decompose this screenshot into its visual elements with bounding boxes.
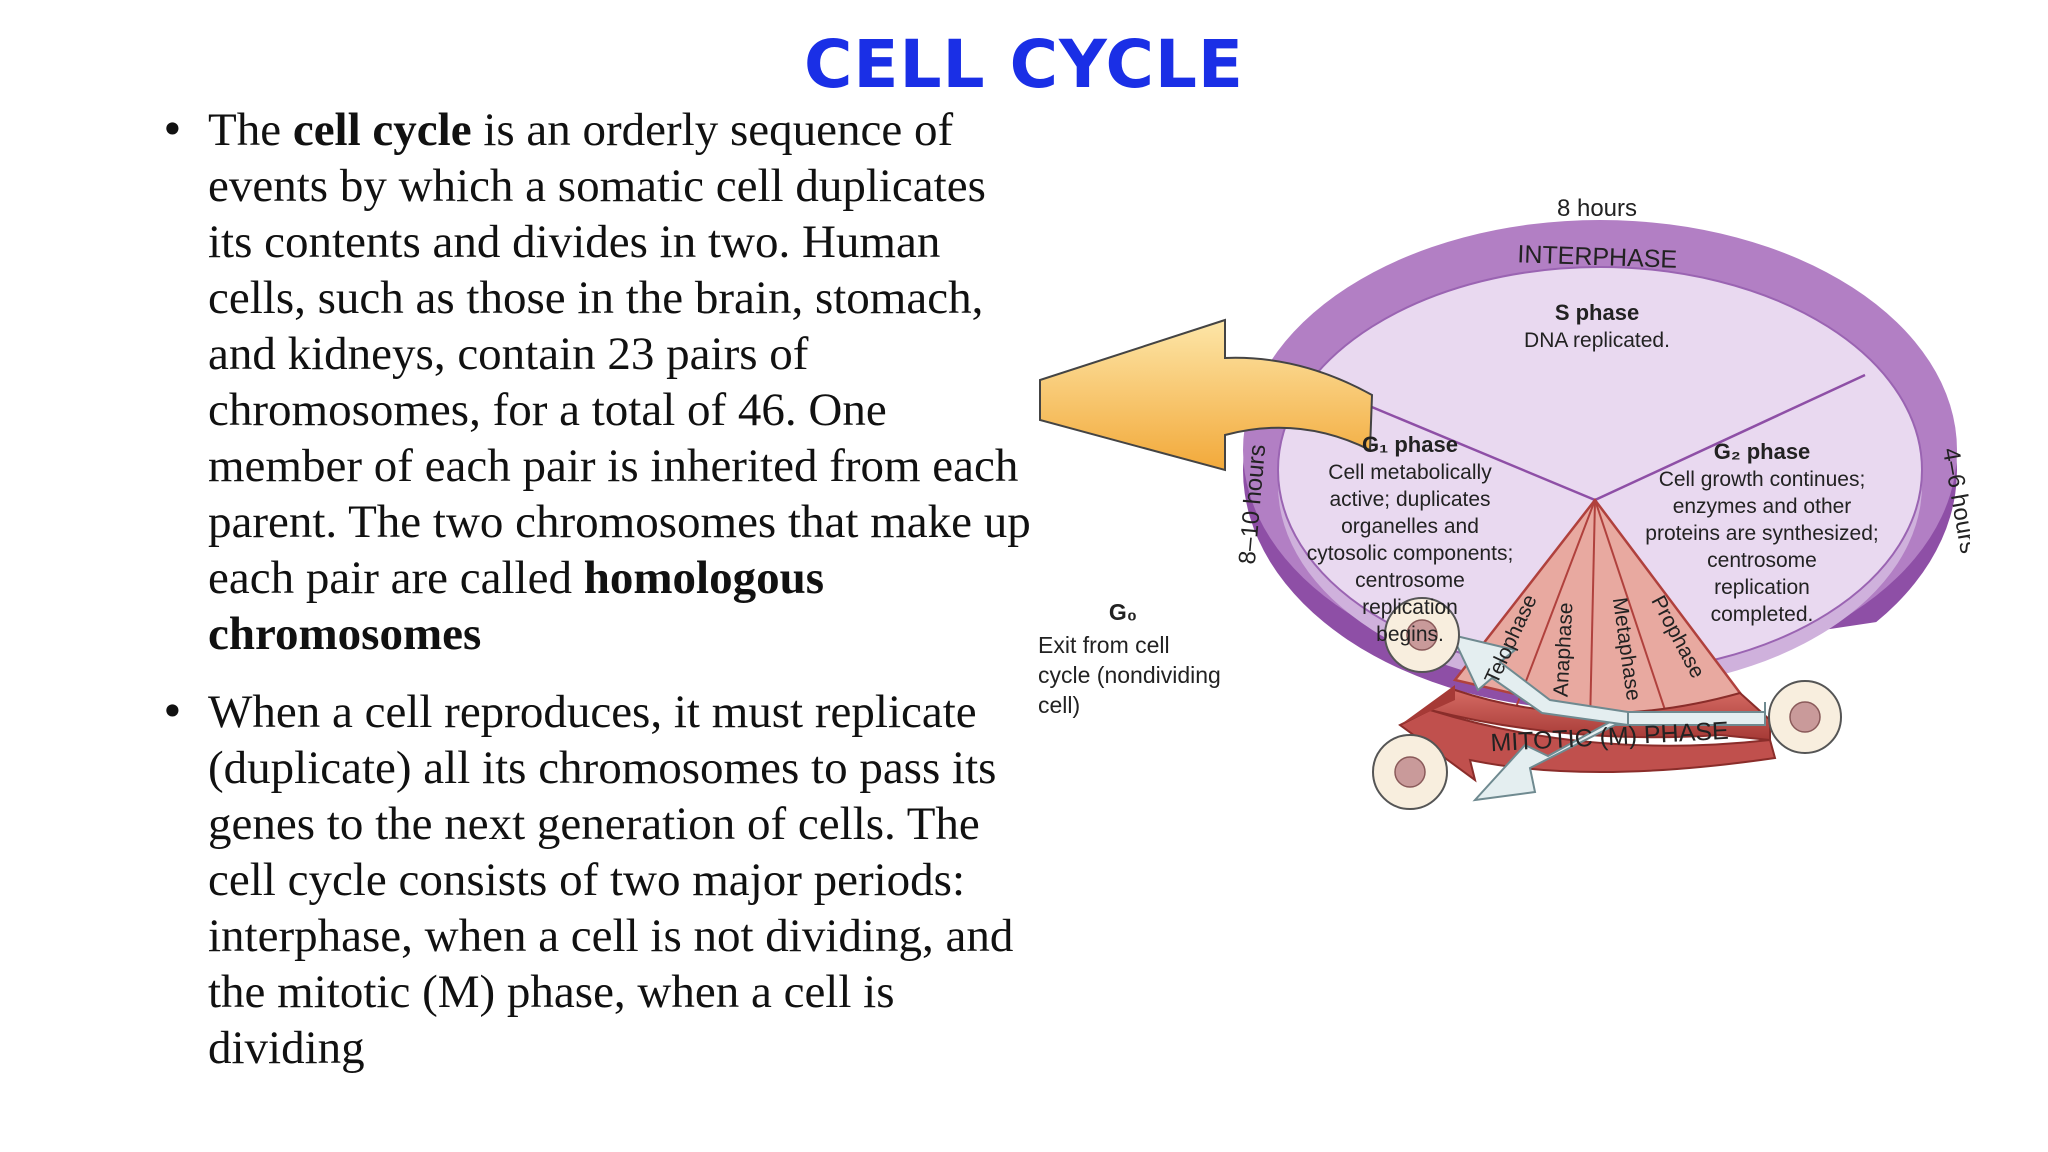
g2-phase-title: G₂ phase [1714, 439, 1811, 464]
g0-title: G₀ [1109, 599, 1137, 625]
g0-desc: Exit from cell [1038, 632, 1170, 658]
parent-cell [1768, 680, 1842, 754]
g0-arrow [1039, 318, 1374, 472]
bullet-text: When a cell reproduces, it must replicat… [208, 686, 1014, 1074]
bullet-text: is an orderly sequence of events by whic… [208, 104, 1031, 604]
mitotic-divider [1514, 499, 1596, 711]
bullet-item: When a cell reproduces, it must replicat… [160, 684, 1040, 1076]
bold-term: homologous chromosomes [208, 552, 825, 660]
slide-title: CELL CYCLE [803, 26, 1245, 103]
bold-term: cell cycle [292, 104, 472, 156]
g2-phase-desc: replication [1714, 576, 1810, 599]
g1-phase-desc: Cell metabolically [1328, 461, 1492, 484]
s-phase-desc: DNA replicated. [1524, 329, 1670, 352]
daughter-cells-arrow-lower [1450, 633, 1629, 727]
g1-phase-desc: replication [1362, 596, 1458, 619]
bullet-list: The cell cycle is an orderly sequence of… [160, 102, 1040, 1076]
g1-phase-desc: centrosome [1355, 569, 1465, 592]
g0-desc: cycle (nondividing [1038, 662, 1221, 688]
g1-phase-desc: organelles and [1341, 515, 1479, 538]
bullet-item: The cell cycle is an orderly sequence of… [160, 102, 1040, 662]
cell-cycle-diagram: 8 hours INTERPHASE 8–10 hours 4–6 hours … [1038, 195, 1970, 810]
g2-phase-desc: completed. [1711, 603, 1814, 626]
s-phase-title: S phase [1555, 300, 1639, 325]
g1-phase-desc: begins. [1376, 623, 1444, 646]
mitotic-divider [1589, 499, 1596, 726]
g1-phase-desc: active; duplicates [1329, 488, 1490, 511]
g2-phase-desc: Cell growth continues; [1659, 468, 1866, 491]
g2-phase-desc: centrosome [1707, 549, 1817, 572]
mitotic-divider [1594, 499, 1671, 726]
s-hours-label: 8 hours [1557, 195, 1637, 222]
daughter-cell [1384, 597, 1460, 673]
g2-phase-desc: proteins are synthesized; [1645, 522, 1878, 545]
interphase-label: INTERPHASE [1517, 240, 1678, 274]
anaphase-label: Anaphase [1550, 602, 1578, 698]
mitotic-arrow-head [1400, 685, 1455, 725]
g0-desc: cell) [1038, 692, 1080, 718]
g1-phase-desc: cytosolic components; [1307, 542, 1514, 565]
g2-phase-desc: enzymes and other [1673, 495, 1852, 518]
g1-phase-title: G₁ phase [1362, 432, 1458, 457]
divider-s-g2 [1594, 373, 1866, 502]
daughter-cell [1372, 734, 1448, 810]
bullet-text: The [208, 104, 293, 156]
